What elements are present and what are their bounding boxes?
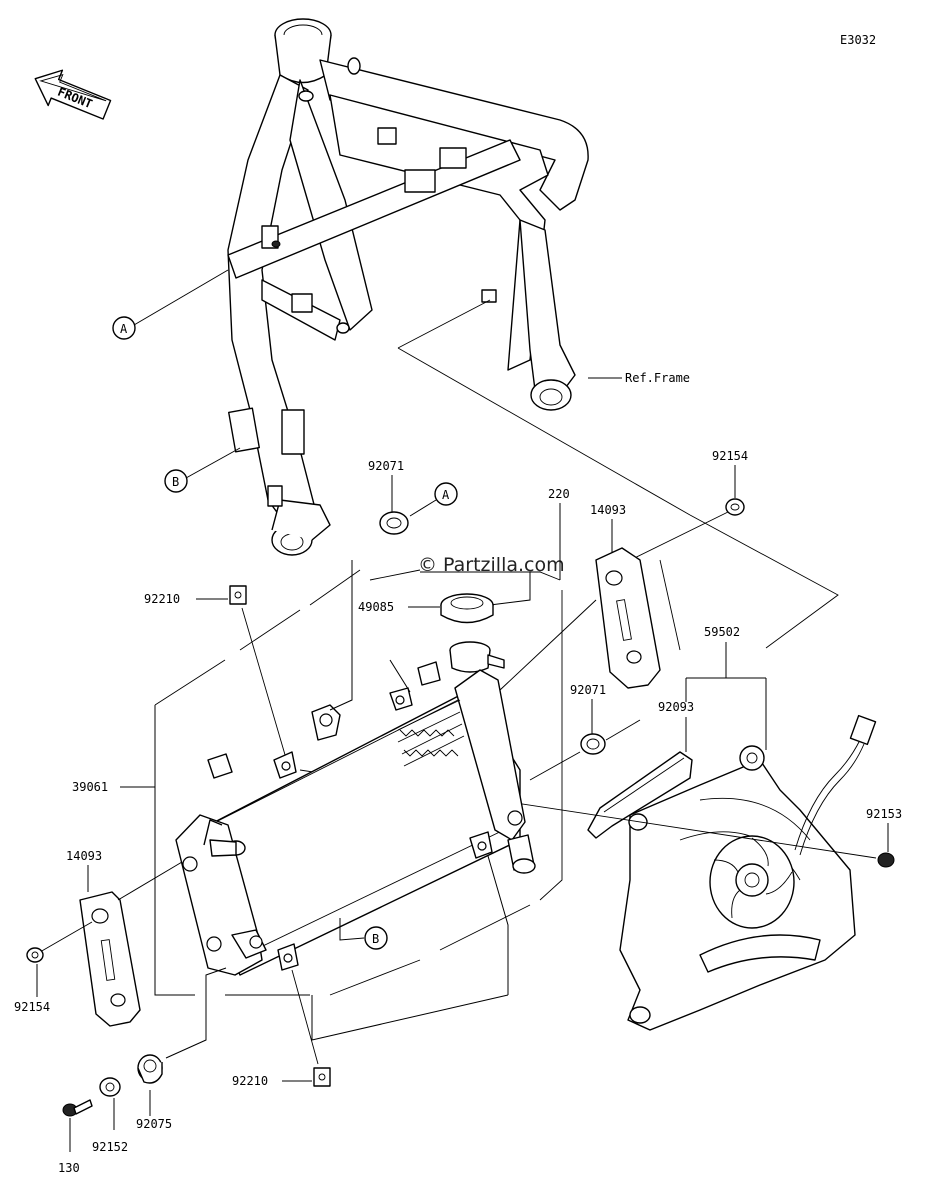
callout-a-mid: A <box>442 488 450 502</box>
clip-nut-92210-bottom <box>313 1067 331 1087</box>
callout-b-bottom: B <box>372 932 379 946</box>
part-92154-top: 92154 <box>712 449 748 463</box>
callout-a-top: A <box>120 322 128 336</box>
bolt-130 <box>62 1099 93 1117</box>
part-92075: 92075 <box>136 1117 172 1131</box>
part-59502: 59502 <box>704 625 740 639</box>
part-92210-top: 92210 <box>144 592 180 606</box>
part-220: 220 <box>548 487 570 501</box>
bracket-92093 <box>587 751 693 839</box>
grommet-92071-top <box>379 511 409 535</box>
bolt-92154-bottom <box>26 947 44 963</box>
clip-nut-92210-top <box>229 585 247 605</box>
part-92093: 92093 <box>658 700 694 714</box>
part-49085: 49085 <box>358 600 394 614</box>
callout-b-left: B <box>172 475 179 489</box>
grommet-92071-mid <box>580 733 606 755</box>
part-92154-bottom: 92154 <box>14 1000 50 1014</box>
side-cover-14093-bottom <box>79 891 141 1027</box>
collar-92152 <box>99 1077 121 1097</box>
radiator-cap-49085 <box>440 593 494 624</box>
part-130: 130 <box>58 1161 80 1175</box>
radiator-39061 <box>175 661 536 976</box>
filler-neck <box>449 641 505 673</box>
part-14093-top: 14093 <box>590 503 626 517</box>
drawing-code: E3032 <box>840 33 876 47</box>
part-39061: 39061 <box>72 780 108 794</box>
fan-assembly-59502 <box>619 714 877 1031</box>
bolt-92154-top <box>725 498 745 516</box>
ref-frame-label: Ref.Frame <box>625 371 690 385</box>
motorcycle-frame <box>227 18 589 556</box>
front-arrow-icon: FRONT <box>34 69 112 120</box>
part-92071-mid: 92071 <box>570 683 606 697</box>
grommet-92075 <box>137 1054 163 1084</box>
part-92210-bottom: 92210 <box>232 1074 268 1088</box>
bolt-92153 <box>877 852 895 868</box>
watermark: © Partzilla.com <box>418 554 565 576</box>
part-92153: 92153 <box>866 807 902 821</box>
part-92071-top: 92071 <box>368 459 404 473</box>
side-cover-14093-top <box>595 547 661 689</box>
part-92152: 92152 <box>92 1140 128 1154</box>
part-14093-bottom: 14093 <box>66 849 102 863</box>
